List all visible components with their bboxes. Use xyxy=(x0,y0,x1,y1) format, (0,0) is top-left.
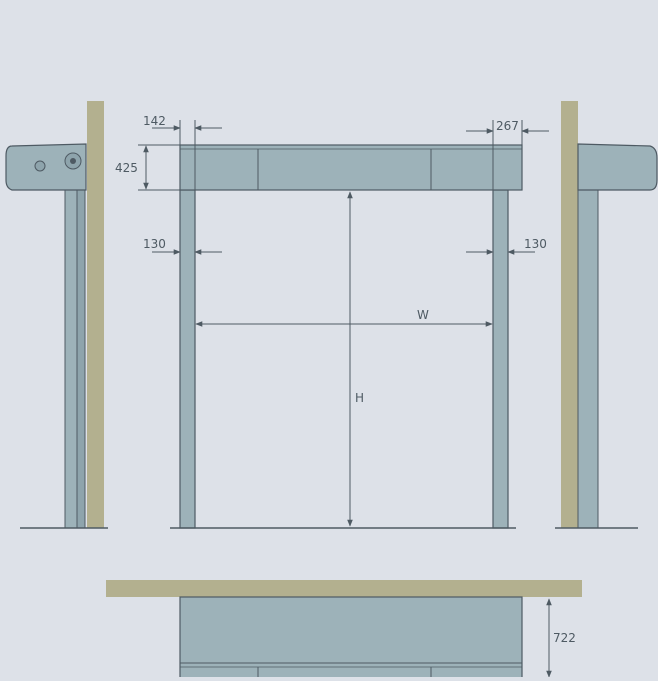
left-wall xyxy=(87,101,104,528)
right-side-rail xyxy=(577,187,599,529)
dimension-lines xyxy=(138,120,552,678)
left-side-view xyxy=(5,101,108,529)
motor-icon xyxy=(34,160,46,172)
right-post xyxy=(492,189,509,529)
left-side-housing xyxy=(5,143,87,191)
top-wall xyxy=(106,580,582,597)
dim-h-label: H xyxy=(355,391,364,405)
dim-w-label: W xyxy=(417,308,429,322)
right-side-view xyxy=(555,101,658,529)
dim-267-label: 267 xyxy=(496,119,519,133)
right-side-housing xyxy=(577,143,658,191)
right-wall xyxy=(561,101,578,528)
left-side-rail xyxy=(64,187,78,529)
dim-130-left-label: 130 xyxy=(143,237,166,251)
left-post xyxy=(179,189,196,529)
header-box xyxy=(179,144,523,191)
dim-142-label: 142 xyxy=(143,114,166,128)
left-side-rail-inner xyxy=(76,187,86,529)
drum-hub xyxy=(70,158,76,164)
top-housing xyxy=(179,596,523,681)
front-view xyxy=(170,144,523,529)
dim-130-right-label: 130 xyxy=(524,237,547,251)
dim-425-label: 425 xyxy=(115,161,138,175)
dim-722-label: 722 xyxy=(553,631,576,645)
top-view xyxy=(106,580,582,681)
